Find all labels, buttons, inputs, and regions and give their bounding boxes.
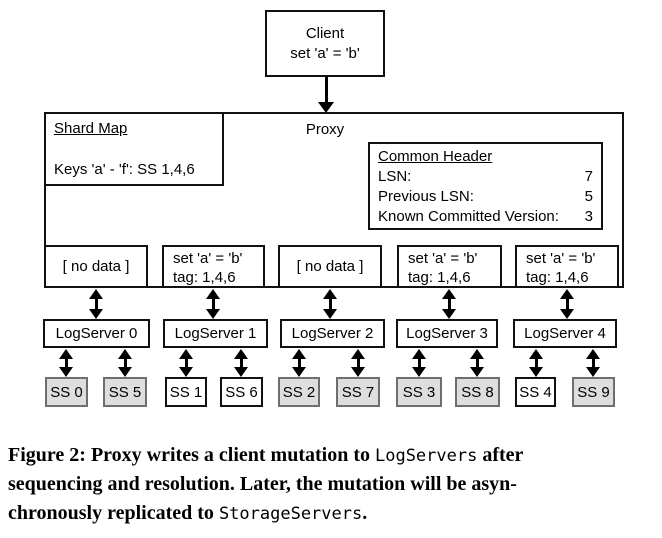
double-arrow-icon — [560, 289, 574, 319]
double-arrow-icon — [206, 289, 220, 319]
shard-map-box: Shard Map Keys 'a' - 'f': SS 1,4,6 — [44, 112, 224, 186]
double-arrow-icon — [323, 289, 337, 319]
logserver-0-label: LogServer 0 — [55, 325, 138, 342]
double-arrow-icon — [118, 349, 132, 377]
log-entry-2-text: [ no data ] — [296, 258, 364, 275]
storage-server-9-label: SS 9 — [577, 383, 610, 401]
log-entry-3-tag: tag: 1,4,6 — [408, 269, 471, 286]
double-arrow-icon — [442, 289, 456, 319]
storage-server-8-label: SS 8 — [461, 383, 494, 401]
storage-server-1-label: SS 1 — [169, 383, 203, 401]
storage-server-2-label: SS 2 — [282, 383, 316, 401]
log-entry-1-mutation: set 'a' = 'b' — [173, 250, 243, 267]
logserver-1-label: LogServer 1 — [174, 325, 257, 342]
lsn-label: LSN: — [378, 168, 412, 185]
caption-line-2: sequencing and resolution. Later, the mu… — [8, 470, 658, 499]
double-arrow-icon — [89, 289, 103, 319]
logserver-0-box: LogServer 0 — [43, 319, 150, 348]
common-header-box: Common Header LSN: 7 Previous LSN: 5 Kno… — [368, 142, 603, 230]
log-entry-2: [ no data ] — [278, 245, 382, 288]
caption-text: chronously replicated to — [8, 502, 219, 524]
shard-map-title: Shard Map — [54, 120, 128, 137]
log-entry-1: set 'a' = 'b' tag: 1,4,6 — [162, 245, 265, 288]
log-entry-3-mutation: set 'a' = 'b' — [408, 250, 478, 267]
double-arrow-icon — [179, 349, 193, 377]
storage-server-6-label: SS 6 — [225, 383, 258, 401]
storage-server-7-label: SS 7 — [341, 383, 375, 401]
logserver-3-label: LogServer 3 — [406, 325, 488, 342]
previous-lsn-label: Previous LSN: — [378, 188, 474, 205]
caption-text: Figure 2: Proxy writes a client mutation… — [8, 444, 375, 466]
storage-server-2: SS 2 — [278, 377, 320, 407]
storage-server-3: SS 3 — [396, 377, 442, 407]
proxy-label: Proxy — [305, 121, 345, 138]
logserver-4-label: LogServer 4 — [524, 325, 606, 342]
double-arrow-icon — [351, 349, 365, 377]
previous-lsn-row: Previous LSN: 5 — [378, 187, 593, 207]
log-entry-0: [ no data ] — [44, 245, 148, 288]
storage-server-9: SS 9 — [572, 377, 615, 407]
caption-code-logservers: LogServers — [374, 446, 478, 466]
log-entry-4-mutation: set 'a' = 'b' — [526, 250, 596, 267]
caption-text: after — [477, 444, 524, 466]
log-entry-4: set 'a' = 'b' tag: 1,4,6 — [515, 245, 619, 288]
double-arrow-icon — [59, 349, 73, 377]
logserver-1-box: LogServer 1 — [163, 319, 268, 348]
log-entry-3: set 'a' = 'b' tag: 1,4,6 — [397, 245, 502, 288]
lsn-value: 7 — [584, 168, 593, 185]
storage-server-8: SS 8 — [455, 377, 500, 407]
double-arrow-icon — [470, 349, 484, 377]
storage-server-1: SS 1 — [165, 377, 207, 407]
lsn-row: LSN: 7 — [378, 167, 593, 187]
client-to-proxy-arrow — [318, 77, 334, 113]
double-arrow-icon — [586, 349, 600, 377]
storage-server-5-label: SS 5 — [108, 383, 142, 401]
common-header-title: Common Header — [378, 148, 493, 165]
storage-server-5: SS 5 — [103, 377, 147, 407]
caption-line-1: Figure 2: Proxy writes a client mutation… — [8, 441, 658, 470]
log-entry-4-tag: tag: 1,4,6 — [526, 269, 589, 286]
caption-line-3: chronously replicated to StorageServers. — [8, 499, 658, 528]
known-committed-version-row: Known Committed Version: 3 — [378, 207, 593, 227]
client-mutation: set 'a' = 'b' — [290, 44, 360, 62]
logserver-2-box: LogServer 2 — [280, 319, 385, 348]
shard-map-entry: Keys 'a' - 'f': SS 1,4,6 — [54, 161, 195, 178]
double-arrow-icon — [529, 349, 543, 377]
caption-text: . — [362, 502, 368, 524]
figure-caption: Figure 2: Proxy writes a client mutation… — [8, 441, 658, 528]
client-title: Client — [305, 24, 345, 42]
double-arrow-icon — [412, 349, 426, 377]
log-entry-1-tag: tag: 1,4,6 — [173, 269, 236, 286]
logserver-3-box: LogServer 3 — [396, 319, 498, 348]
logserver-4-box: LogServer 4 — [513, 319, 617, 348]
storage-server-3-label: SS 3 — [402, 383, 436, 401]
caption-text: sequencing and resolution. Later, the mu… — [8, 473, 517, 495]
storage-server-0: SS 0 — [45, 377, 88, 407]
storage-server-7: SS 7 — [336, 377, 380, 407]
storage-server-4-label: SS 4 — [519, 383, 552, 401]
log-entry-0-text: [ no data ] — [62, 258, 130, 275]
storage-server-6: SS 6 — [220, 377, 263, 407]
logserver-2-label: LogServer 2 — [291, 325, 374, 342]
double-arrow-icon — [292, 349, 306, 377]
known-committed-version-value: 3 — [584, 208, 593, 225]
known-committed-version-label: Known Committed Version: — [378, 208, 559, 225]
double-arrow-icon — [234, 349, 248, 377]
arrow-down-icon — [318, 102, 334, 113]
previous-lsn-value: 5 — [584, 188, 593, 205]
caption-code-storageservers: StorageServers — [218, 504, 363, 524]
client-box: Client set 'a' = 'b' — [265, 10, 385, 77]
storage-server-0-label: SS 0 — [50, 383, 83, 401]
storage-server-4: SS 4 — [515, 377, 556, 407]
